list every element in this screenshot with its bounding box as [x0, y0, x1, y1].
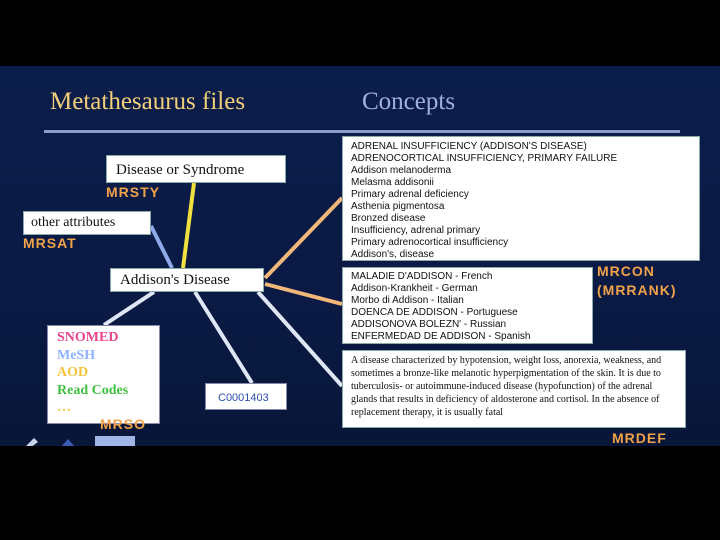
concept-names-box: ADRENAL INSUFFICIENCY (ADDISON'S DISEASE… — [342, 136, 700, 261]
concept-name-item: Asthenia pigmentosa — [351, 201, 445, 212]
cui-box: C0001403 — [205, 383, 287, 410]
concept-box: Addison's Disease — [110, 268, 264, 292]
concept-name-item: Primary adrenocortical insufficiency — [351, 237, 509, 248]
foreign-name-item: MALADIE D'ADDISON - French — [351, 271, 493, 282]
link-definition — [256, 290, 344, 388]
concept-name-item: ADRENOCORTICAL INSUFFICIENCY, PRIMARY FA… — [351, 153, 618, 164]
title-metathesaurus-files: Metathesaurus files — [50, 88, 246, 115]
foreign-name-item: Addison-Krankheit - German — [351, 283, 478, 294]
concept-name-item: Primary adrenal deficiency — [351, 189, 469, 200]
source-item: MeSH — [57, 347, 96, 363]
connector-lines — [102, 182, 344, 388]
cui-text: C0001403 — [218, 392, 269, 404]
link-concepts — [263, 196, 344, 280]
mrdef-label: MRDEF — [612, 430, 667, 446]
link-sources — [102, 290, 156, 327]
source-item: … — [57, 400, 71, 415]
mrrank-label: (MRRANK) — [597, 282, 677, 298]
concept-name-item: Melasma addisonii — [351, 177, 434, 188]
title-concepts: Concepts — [362, 88, 456, 115]
foreign-name-item: DOENCA DE ADDISON - Portuguese — [351, 307, 518, 318]
foreign-name-item: ADDISONOVA BOLEZN' - Russian — [351, 319, 507, 330]
link-foreign — [264, 282, 343, 306]
foreign-name-item: ENFERMEDAD DE ADDISON - Spanish — [351, 331, 531, 342]
mrso-label: MRSO — [100, 416, 146, 432]
semantic-type-box: Disease or Syndrome — [106, 155, 286, 183]
source-item: Read Codes — [57, 382, 129, 398]
decorative-logo-icon — [26, 436, 135, 446]
concept-name-item: Addison's, disease — [351, 249, 435, 260]
link-cui — [193, 290, 254, 385]
source-item: SNOMED — [57, 330, 119, 345]
attributes-box: other attributes — [23, 211, 151, 235]
link-attributes — [149, 225, 174, 269]
concept-name-item: Bronzed disease — [351, 213, 426, 224]
definition-box: A disease characterized by hypotension, … — [342, 350, 686, 428]
mrsat-label: MRSAT — [23, 235, 77, 251]
concept-name-item: Addison melanoderma — [351, 165, 452, 176]
mrcon-label: MRCON — [597, 263, 655, 279]
source-item: AOD — [57, 365, 89, 380]
link-semantic-type — [181, 182, 196, 269]
sources-box: SNOMED MeSH AOD Read Codes … — [47, 325, 160, 424]
title-divider — [44, 130, 680, 133]
concept-name-item: ADRENAL INSUFFICIENCY (ADDISON'S DISEASE… — [351, 141, 587, 152]
foreign-name-item: Morbo di Addison - Italian — [351, 295, 464, 306]
mrsty-label: MRSTY — [106, 184, 160, 200]
concept-name-item: Insufficiency, adrenal primary — [351, 225, 481, 236]
slide: Metathesaurus files Concepts Disease or … — [0, 66, 720, 446]
